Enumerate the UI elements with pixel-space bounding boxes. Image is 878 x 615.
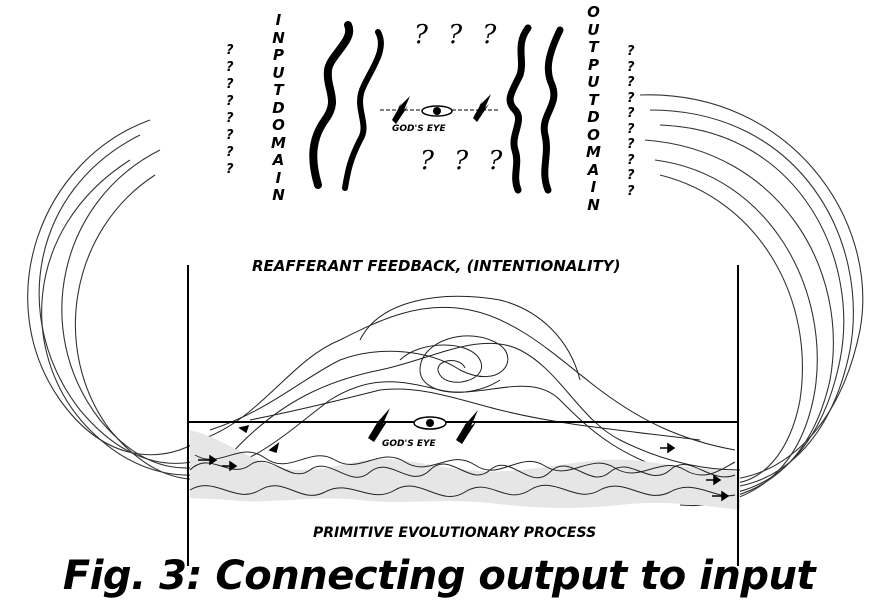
output-domain-waves	[506, 24, 564, 194]
right-question-marks: ??????????	[627, 44, 635, 199]
input-domain-letter: M	[271, 133, 286, 152]
question-mark: ?	[627, 121, 635, 137]
question-mark: ?	[627, 183, 635, 199]
output-domain-letter: P	[587, 55, 599, 74]
output-domain-letter: M	[586, 143, 601, 161]
question-mark: ?	[627, 168, 635, 183]
input-domain-letter: N	[272, 186, 285, 204]
input-domain-letter: A	[272, 151, 285, 169]
question-mark: ?	[627, 59, 635, 75]
output-domain-letter: D	[587, 108, 600, 126]
output-domain-letter: I	[590, 178, 597, 196]
question-mark: ?	[226, 111, 234, 126]
question-mark: ?	[226, 60, 234, 75]
output-domain-letter: T	[588, 38, 599, 56]
gods-eye-top-label: GOD'S EYE	[392, 124, 446, 134]
question-mark: ?	[226, 128, 234, 143]
input-domain-letter: T	[273, 81, 284, 99]
input-domain-letter: N	[272, 28, 285, 47]
process-band	[190, 430, 740, 510]
question-mark: ?	[627, 44, 635, 59]
question-mark: ?	[226, 162, 234, 177]
question-mark: ?	[627, 137, 635, 152]
process-label: PRIMITIVE EVOLUTIONARY PROCESS	[313, 525, 597, 541]
output-domain-letter: T	[588, 90, 599, 109]
question-mark: ?	[627, 90, 635, 106]
gods-eye-bottom-graphic	[368, 408, 478, 444]
input-domain-letter: I	[275, 168, 282, 187]
question-mark: ?	[226, 94, 234, 109]
input-domain-letter: U	[272, 63, 285, 82]
input-domain-letter: O	[272, 116, 285, 134]
input-domain-letter: D	[272, 98, 285, 117]
gods-eye-top-graphic	[380, 94, 498, 124]
gods-eye-bottom-label: GOD'S EYE	[382, 439, 436, 449]
output-domain-letter: O	[587, 3, 600, 21]
question-mark: ?	[627, 75, 635, 90]
process-arrows	[198, 424, 730, 502]
question-mark: ?	[226, 43, 234, 58]
top-question-marks: ? ? ?	[414, 20, 503, 50]
feedback-label: REAFFERANT FEEDBACK, (INTENTIONALITY)	[252, 257, 621, 275]
process-waves	[189, 451, 736, 497]
question-mark: ?	[627, 106, 635, 121]
output-domain-letter: A	[587, 160, 600, 179]
output-domain-letter: N	[587, 195, 600, 214]
input-domain-waves	[309, 21, 384, 191]
question-mark: ?	[627, 152, 635, 168]
question-mark: ?	[226, 145, 234, 160]
figure-caption: Fig. 3: Connecting output to input	[62, 553, 816, 599]
input-domain-letter: I	[275, 11, 282, 29]
question-mark: ?	[226, 77, 234, 92]
feedback-loops	[27, 94, 864, 507]
left-question-marks: ????????	[226, 42, 234, 178]
process-tangle	[199, 295, 741, 481]
bottom-question-marks: ? ? ?	[420, 146, 509, 176]
output-domain-letter: U	[587, 73, 600, 91]
output-domain-letter: U	[587, 20, 600, 39]
output-domain-letter: O	[587, 125, 600, 144]
input-domain-letter: P	[272, 46, 284, 64]
